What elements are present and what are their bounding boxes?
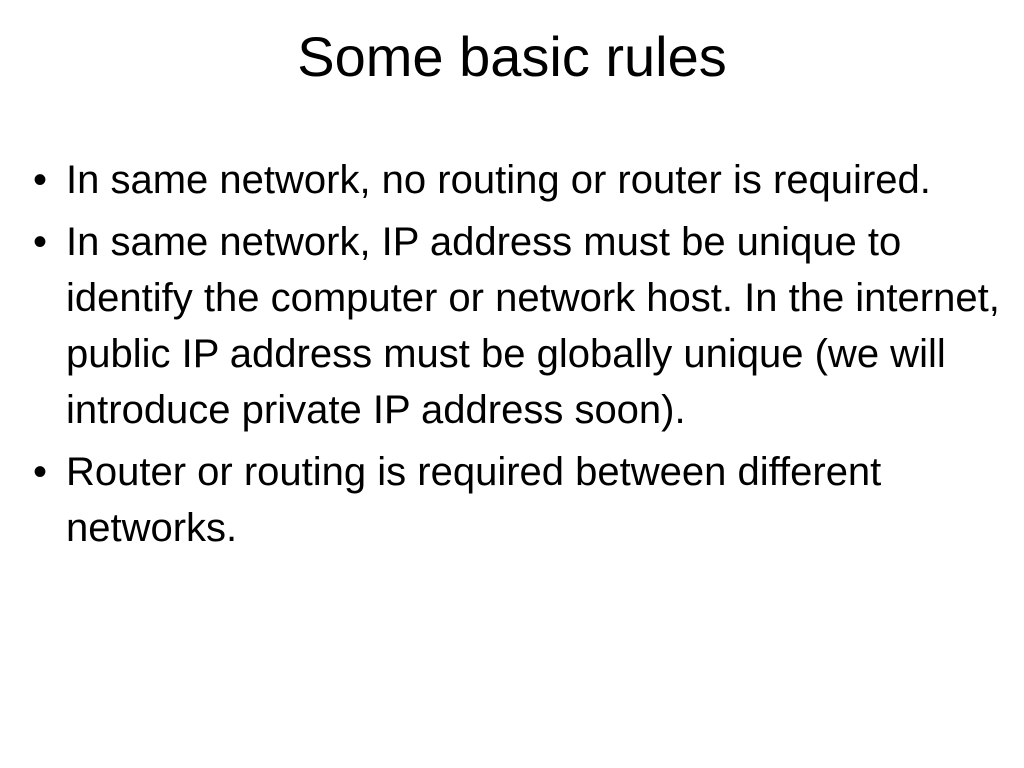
bullet-item: • In same network, no routing or router … bbox=[26, 152, 1006, 208]
bullet-icon: • bbox=[32, 220, 47, 264]
bullet-text: In same network, IP address must be uniq… bbox=[66, 220, 1000, 432]
bullet-item: • Router or routing is required between … bbox=[26, 444, 1006, 556]
bullet-icon: • bbox=[32, 158, 47, 202]
bullet-icon: • bbox=[32, 450, 47, 494]
bullet-text: In same network, no routing or router is… bbox=[66, 158, 931, 202]
bullet-list: • In same network, no routing or router … bbox=[26, 152, 1006, 562]
bullet-item: • In same network, IP address must be un… bbox=[26, 214, 1006, 438]
slide-title: Some basic rules bbox=[297, 25, 727, 88]
bullet-text: Router or routing is required between di… bbox=[66, 450, 882, 550]
